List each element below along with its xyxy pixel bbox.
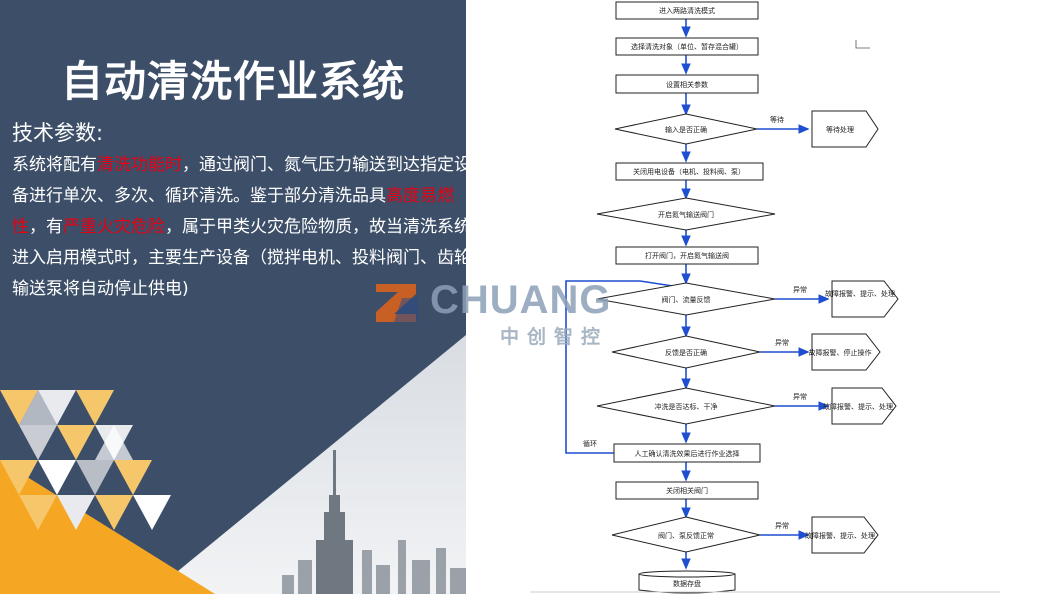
triangle-pattern	[0, 390, 171, 530]
edge-label-loop: 循环	[583, 439, 597, 448]
skyline	[282, 540, 466, 594]
orange-triangle	[0, 460, 215, 594]
description-text: 系统将配有清洗功能时，通过阀门、氮气压力输送到达指定设备进行单次、多次、循环清洗…	[12, 150, 466, 305]
svg-text:输入是否正确: 输入是否正确	[665, 125, 707, 134]
edge-label-abnormal: 异常	[793, 285, 807, 294]
flow-node-power-off: 关闭用电设备（电机、投料阀、泵）	[615, 162, 764, 181]
description-segment: ，属于甲类火灾危险物质，故当清洗系统进入启用模式时，主要生产设备（搅拌电机、投料…	[12, 217, 466, 299]
description-segment: ，通过阀门、氮气压力输送到达指定设备进行单次、多次、循环清洗。鉴于部分清洗品具	[12, 155, 466, 206]
flow-node-close-valves: 关闭相关阀门	[615, 481, 759, 500]
svg-text:冲洗是否达标、干净: 冲洗是否达标、干净	[655, 402, 718, 411]
svg-text:阀门、泵反馈正常: 阀门、泵反馈正常	[658, 531, 714, 540]
slide-title: 自动清洗作业系统	[60, 57, 405, 106]
svg-text:阀门、流量反馈: 阀门、流量反馈	[662, 295, 711, 304]
svg-text:故障报警、停止操作: 故障报警、停止操作	[809, 348, 872, 357]
highlight-text: 严重火灾危险	[63, 217, 165, 237]
edge-label-wait: 等待	[770, 115, 784, 124]
edge-label-abnormal: 异常	[775, 521, 789, 530]
svg-text:设置相关参数: 设置相关参数	[666, 80, 708, 89]
left-panel: 自动清洗作业系统 技术参数: 系统将配有清洗功能时，通过阀门、氮气压力输送到达指…	[0, 0, 466, 594]
decorative-background	[0, 335, 466, 594]
flow-node-feedback-check: 反馈是否正确	[611, 335, 761, 369]
corner-mark	[855, 40, 870, 49]
flow-node-wait: 等待处理	[811, 110, 879, 148]
svg-text:数据存盘: 数据存盘	[673, 579, 701, 588]
flow-node-flush-check: 冲洗是否达标、干净	[596, 387, 776, 425]
description-segment: 系统将配有	[12, 155, 97, 175]
svg-text:关闭用电设备（电机、投料阀、泵）: 关闭用电设备（电机、投料阀、泵）	[633, 167, 745, 176]
svg-text:进入两路清洗模式: 进入两路清洗模式	[659, 6, 715, 15]
svg-text:选择清洗对象（单位、暂存混合罐）: 选择清洗对象（单位、暂存混合罐）	[631, 42, 743, 51]
svg-text:等待处理: 等待处理	[826, 125, 854, 134]
flow-node-alarm-2: 故障报警、提示、处理	[823, 387, 897, 425]
highlight-text: 清洗功能时	[97, 155, 182, 175]
description-segment: ，有	[29, 217, 63, 237]
flow-node-nitrogen-valve: 开启氮气输送阀门	[596, 197, 776, 231]
flow-node-manual-confirm: 人工确认清洗效果后进行作业选择	[613, 443, 761, 463]
edge-label-abnormal: 异常	[775, 338, 789, 347]
company-logo: CHUANG 中创智控	[372, 278, 634, 348]
flow-node-alarm-1: 故障报警、提示、处理	[825, 280, 899, 318]
svg-text:关闭相关阀门: 关闭相关阀门	[666, 486, 708, 495]
svg-text:打开阀门，开启氮气输送阀: 打开阀门，开启氮气输送阀	[645, 251, 729, 260]
logo-chinese-text: 中创智控	[500, 326, 609, 348]
flow-node-start: 进入两路清洗模式	[615, 1, 759, 20]
flow-node-valve-feedback: 阀门、流量反馈	[596, 282, 776, 316]
svg-text:故障报警、提示、处理: 故障报警、提示、处理	[825, 289, 895, 298]
highlight-text: 高度易燃性	[12, 186, 454, 237]
svg-text:人工确认清洗效果后进行作业选择: 人工确认清洗效果后进行作业选择	[635, 449, 740, 458]
flow-node-alarm-3: 故障报警、提示、处理	[805, 516, 879, 554]
svg-text:故障报警、提示、处理: 故障报警、提示、处理	[805, 531, 875, 540]
svg-text:开启氮气输送阀门: 开启氮气输送阀门	[658, 210, 714, 219]
svg-text:反馈是否正确: 反馈是否正确	[665, 348, 707, 357]
logo-brand-text: CHUANG	[430, 278, 612, 322]
flow-node-open-valve: 打开阀门，开启氮气输送阀	[615, 246, 759, 265]
logo-z-icon	[376, 284, 418, 322]
svg-text:故障报警、提示、处理: 故障报警、提示、处理	[823, 402, 893, 411]
technical-params-heading: 技术参数:	[12, 121, 104, 145]
flow-node-select-target: 选择清洗对象（单位、暂存混合罐）	[615, 37, 759, 56]
flow-node-alarm-stop: 故障报警、停止操作	[809, 333, 881, 371]
skyscraper	[316, 450, 353, 594]
flow-node-save-data: 数据存盘	[638, 570, 736, 594]
flow-node-set-params: 设置相关参数	[615, 74, 759, 94]
flow-node-input-check: 输入是否正确	[614, 113, 758, 145]
flow-node-final-feedback: 阀门、泵反馈正常	[611, 516, 761, 553]
city-photo	[150, 335, 466, 594]
edge-label-abnormal: 异常	[793, 392, 807, 401]
flow-arrows	[565, 19, 830, 570]
